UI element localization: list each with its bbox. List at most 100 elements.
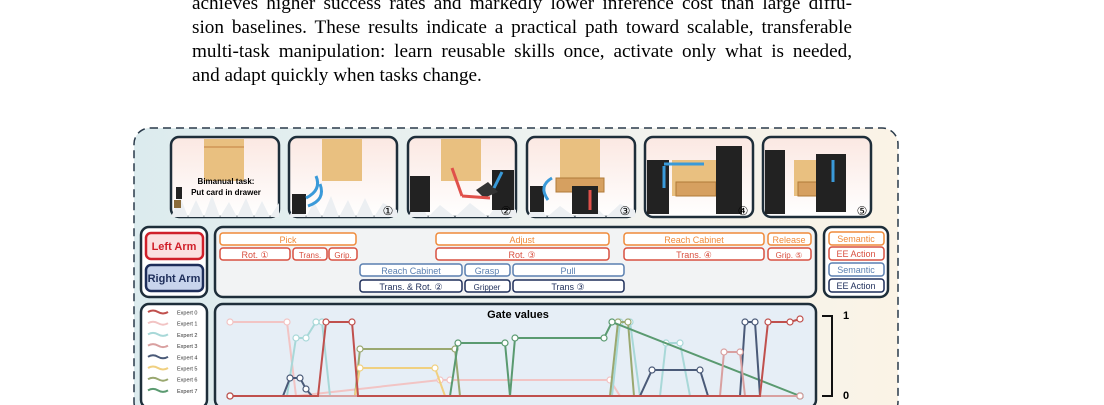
- expert-legend-swatch: [147, 331, 169, 337]
- gate-curve-point: [226, 318, 234, 326]
- paragraph-line-3: multi-task manipulation: learn reusable …: [192, 41, 852, 62]
- right-action-trans-3: Trans ③: [551, 282, 584, 292]
- segment-key: Semantic EE Action Semantic EE Action: [822, 225, 890, 299]
- gate-curve-point: [454, 339, 462, 347]
- segmentation-panel: Pick Adjust Reach Cabinet Release Rot. ①…: [213, 225, 818, 299]
- gate-values-title: Gate values: [487, 309, 549, 321]
- task-label-line-1: Bimanual task:: [198, 177, 255, 186]
- right-action-trans-rot-2: Trans. & Rot. ②: [379, 282, 442, 292]
- gate-curve-point: [624, 318, 632, 326]
- scene-panel-2: ②: [406, 135, 518, 219]
- right-arm-label: Right Arm: [148, 273, 201, 285]
- gate-curve-point: [608, 318, 616, 326]
- expert-legend: Expert 0 Expert 1 Expert 2 Expert 3 Expert 4…: [139, 302, 209, 405]
- expert-legend-label: Expert 1: [177, 322, 197, 328]
- paragraph-line-4: and adapt quickly when tasks change.: [192, 65, 482, 86]
- gate-curve-point: [786, 318, 794, 326]
- left-semantic-reach-cabinet: Reach Cabinet: [664, 235, 724, 245]
- y-scale-bracket: 1 0: [822, 310, 849, 402]
- expert-legend-label: Expert 6: [177, 378, 197, 384]
- expert-legend-label: Expert 4: [177, 355, 197, 361]
- gate-values-plot: Gate values: [213, 302, 818, 405]
- gate-curve-point: [283, 318, 291, 326]
- gate-curve-point: [511, 334, 519, 342]
- key-right-action: EE Action: [836, 281, 875, 291]
- gate-curve-point: [286, 374, 294, 382]
- left-semantic-pick: Pick: [279, 235, 297, 245]
- y-min-label: 0: [843, 390, 849, 402]
- left-action-grip-5: Grip. ⑤: [776, 251, 803, 260]
- step-number-1: ①: [383, 204, 394, 218]
- left-action-rot-3: Rot. ③: [508, 250, 535, 260]
- step-number-3: ③: [620, 204, 631, 218]
- arm-labels-box: Left Arm Right Arm: [139, 225, 209, 299]
- scene-panel-4: ④: [643, 135, 755, 219]
- gate-curve-point: [322, 318, 330, 326]
- gate-curve-point: [348, 318, 356, 326]
- gate-curve-point: [501, 339, 509, 347]
- gate-curve-point: [720, 348, 728, 356]
- paragraph-line-2: sion baselines. These results indicate a…: [192, 17, 852, 38]
- body-paragraph: achieves higher success rates and marked…: [192, 0, 852, 88]
- gate-curve-point: [796, 392, 804, 400]
- gate-curve-point: [741, 318, 749, 326]
- left-action-trans-4: Trans. ④: [676, 250, 712, 260]
- right-semantic-grasp: Grasp: [475, 266, 500, 276]
- gate-curve-point: [312, 318, 320, 326]
- paragraph-line-1: achieves higher success rates and marked…: [192, 0, 852, 14]
- gate-curve-point: [764, 318, 772, 326]
- left-action-trans: Trans.: [299, 251, 321, 260]
- scene-panels: Bimanual task: Put card in drawer ① ②: [169, 135, 873, 219]
- step-number-5: ⑤: [857, 204, 868, 218]
- scene-panel-1: ①: [287, 135, 399, 219]
- gate-curve: [230, 321, 800, 398]
- right-semantic-pull: Pull: [560, 266, 575, 276]
- gate-curve-point: [676, 339, 684, 347]
- expert-legend-label: Expert 2: [177, 333, 197, 339]
- expert-legend-label: Expert 5: [177, 367, 197, 373]
- key-left-semantic: Semantic: [837, 234, 875, 244]
- gate-curve-point: [292, 334, 300, 342]
- gate-curve-point: [296, 374, 304, 382]
- gate-curve: [230, 318, 801, 397]
- step-number-2: ②: [501, 204, 512, 218]
- expert-legend-swatch: [147, 387, 169, 393]
- scene-panel-5: ⑤: [761, 135, 873, 219]
- left-arm-label: Left Arm: [152, 241, 197, 253]
- key-right-semantic: Semantic: [837, 265, 875, 275]
- task-label-line-2: Put card in drawer: [191, 188, 261, 197]
- gate-curve-point: [226, 392, 234, 400]
- left-action-rot-1: Rot. ①: [241, 250, 268, 260]
- gate-curve-point: [302, 334, 310, 342]
- gate-curve-point: [356, 345, 364, 353]
- gate-curve-point: [356, 364, 364, 372]
- gate-curve-point: [431, 364, 439, 372]
- gate-curve-point: [600, 334, 608, 342]
- gate-curve-point: [751, 318, 759, 326]
- expert-legend-swatch: [147, 309, 169, 315]
- gate-curve-point: [796, 315, 804, 323]
- expert-legend-swatch: [147, 320, 169, 326]
- expert-legend-label: Expert 7: [177, 389, 197, 395]
- expert-legend-swatch: [147, 354, 169, 360]
- expert-legend-label: Expert 0: [177, 311, 197, 317]
- gate-curve-point: [736, 348, 744, 356]
- scene-panel-0: Bimanual task: Put card in drawer: [169, 135, 281, 219]
- expert-legend-swatch: [147, 365, 169, 371]
- gate-curve-point: [302, 385, 310, 393]
- right-semantic-reach-cabinet: Reach Cabinet: [381, 266, 441, 276]
- gate-curve-point: [696, 366, 704, 374]
- key-left-action: EE Action: [836, 249, 875, 259]
- gate-curve: [230, 321, 800, 397]
- y-max-label: 1: [843, 310, 849, 322]
- left-semantic-adjust: Adjust: [509, 235, 535, 245]
- right-action-gripper: Gripper: [474, 283, 501, 292]
- expert-legend-label: Expert 3: [177, 344, 197, 350]
- gate-curve-point: [648, 366, 656, 374]
- expert-legend-swatch: [147, 376, 169, 382]
- scene-panel-3: ③: [525, 135, 637, 219]
- left-semantic-release: Release: [772, 235, 805, 245]
- expert-legend-swatch: [147, 343, 169, 349]
- left-action-grip: Grip.: [334, 251, 351, 260]
